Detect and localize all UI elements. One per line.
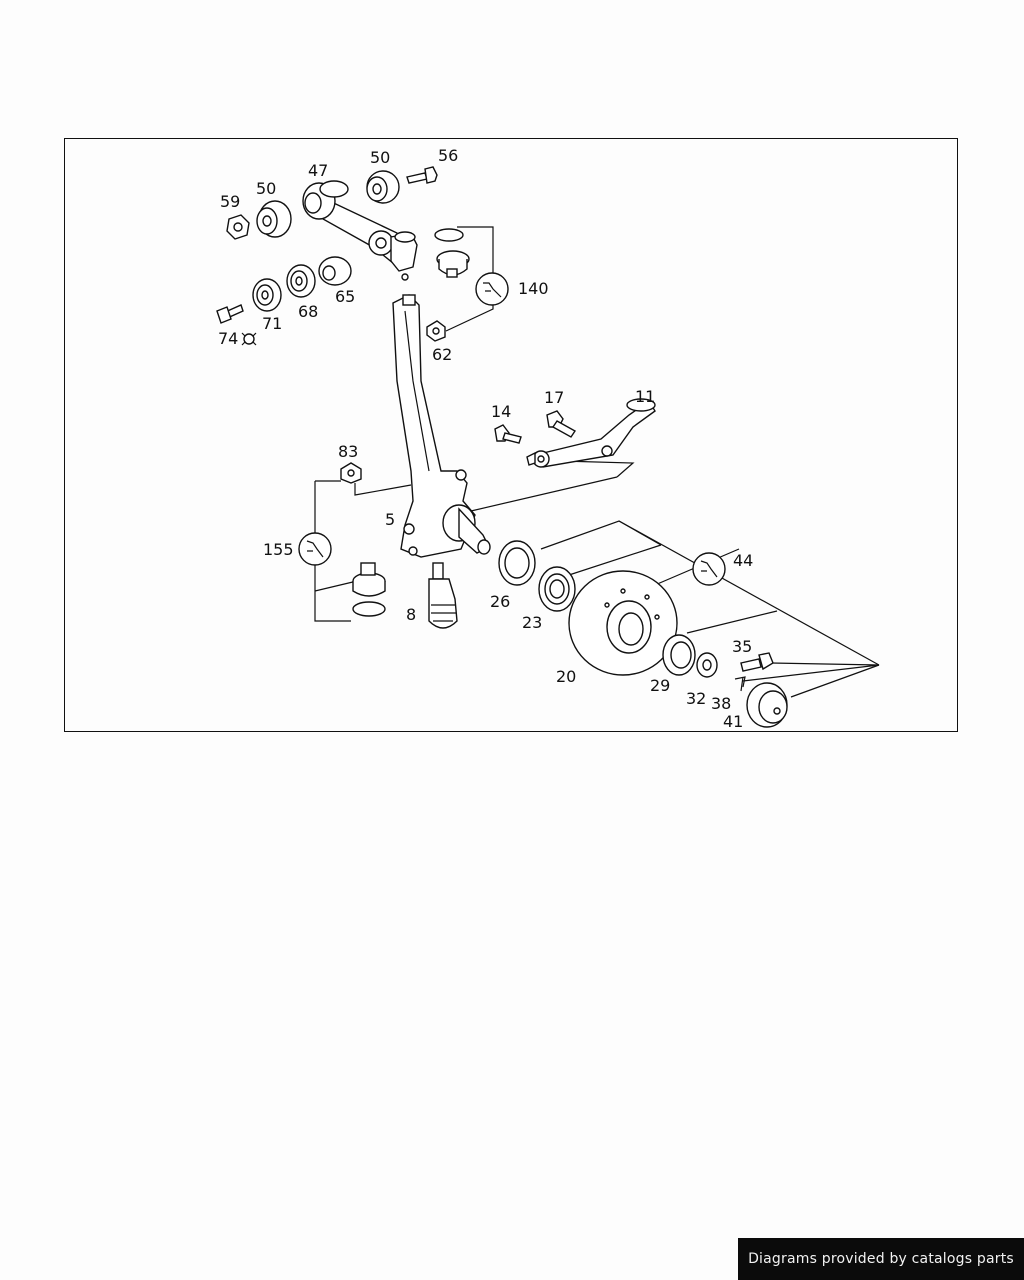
bushing-71-icon[interactable] — [252, 278, 282, 312]
callout-11: 11 — [635, 387, 655, 406]
callout-38: 38 — [711, 694, 731, 713]
ball-joint-140-icon[interactable] — [434, 228, 470, 278]
callout-26: 26 — [490, 592, 510, 611]
callout-74: 74 — [218, 329, 238, 348]
leader-26 — [540, 520, 662, 550]
callout-71: 71 — [262, 314, 282, 333]
dust-cap-41-icon[interactable] — [746, 682, 788, 728]
nut-59-icon[interactable] — [226, 214, 250, 240]
ring-symbol-icon — [241, 332, 257, 346]
bolt-14-icon[interactable] — [494, 424, 522, 444]
callout-14: 14 — [491, 402, 511, 421]
leader-23 — [568, 544, 662, 576]
parts-diagram: 59 50 47 50 56 140 65 68 71 74 62 14 17 … — [216, 146, 880, 731]
bushing-50a-icon[interactable] — [256, 200, 292, 238]
lower-joint-seal-icon[interactable] — [352, 562, 386, 617]
bracket-arm11 — [560, 460, 635, 478]
callout-35: 35 — [732, 637, 752, 656]
pin-38-icon[interactable] — [734, 676, 746, 692]
wrench-140-icon[interactable] — [475, 272, 509, 306]
brake-disc-20-icon[interactable] — [568, 570, 678, 676]
nut-83-icon[interactable] — [340, 462, 362, 484]
upper-arm-47-icon[interactable] — [302, 180, 418, 281]
callout-labels: 59 50 47 50 56 140 65 68 71 74 62 14 17 … — [218, 146, 753, 731]
ball-joint-8-icon[interactable] — [428, 562, 458, 629]
diagram-frame: 59 50 47 50 56 140 65 68 71 74 62 14 17 … — [64, 138, 958, 732]
callout-47: 47 — [308, 161, 328, 180]
credit-badge: Diagrams provided by catalogs parts — [738, 1238, 1024, 1280]
leader-arm11 — [470, 476, 618, 512]
bushing-50b-icon[interactable] — [366, 170, 400, 204]
callout-17: 17 — [544, 388, 564, 407]
callout-20: 20 — [556, 667, 576, 686]
callout-50a: 50 — [256, 179, 276, 198]
callout-29: 29 — [650, 676, 670, 695]
wrench-44-icon[interactable] — [692, 552, 726, 586]
bushing-65-icon[interactable] — [318, 256, 352, 286]
callout-65: 65 — [335, 287, 355, 306]
leader-29 — [686, 610, 778, 634]
callout-8: 8 — [406, 605, 416, 624]
washer-68-icon[interactable] — [286, 264, 316, 298]
callout-56: 56 — [438, 146, 458, 165]
callout-44: 44 — [733, 551, 753, 570]
callout-83: 83 — [338, 442, 358, 461]
callout-155: 155 — [263, 540, 294, 559]
bolt-35-icon[interactable] — [740, 652, 774, 672]
callout-50b: 50 — [370, 148, 390, 167]
callout-41: 41 — [723, 712, 743, 731]
steering-arm-11-icon[interactable] — [526, 398, 656, 468]
callout-62: 62 — [432, 345, 452, 364]
callout-140: 140 — [518, 279, 549, 298]
wrench-155-icon[interactable] — [298, 532, 332, 566]
upper-arm-group — [216, 166, 509, 342]
bearing-29-icon[interactable] — [662, 634, 696, 676]
callout-68: 68 — [298, 302, 318, 321]
callout-59: 59 — [220, 192, 240, 211]
leader-41 — [790, 664, 880, 698]
bolt-74-icon[interactable] — [216, 304, 244, 324]
nut-62-icon[interactable] — [426, 320, 446, 342]
bracket-140-line — [445, 226, 494, 332]
leader-35 — [770, 662, 880, 666]
leader-155-ball — [314, 580, 358, 592]
long-bracket-main — [618, 520, 880, 666]
leader-83-b — [354, 483, 412, 496]
leader-38 — [742, 664, 880, 682]
bearing-23-icon[interactable] — [538, 566, 576, 612]
callout-32: 32 — [686, 689, 706, 708]
steering-knuckle-5-icon[interactable] — [392, 294, 491, 558]
callout-5: 5 — [385, 510, 395, 529]
callout-23: 23 — [522, 613, 542, 632]
bolt-56-icon[interactable] — [406, 166, 438, 184]
seal-26-icon[interactable] — [498, 540, 536, 586]
washer-32-icon[interactable] — [696, 652, 718, 678]
bracket-155-line — [314, 481, 351, 622]
bolt-17-icon[interactable] — [546, 410, 577, 438]
